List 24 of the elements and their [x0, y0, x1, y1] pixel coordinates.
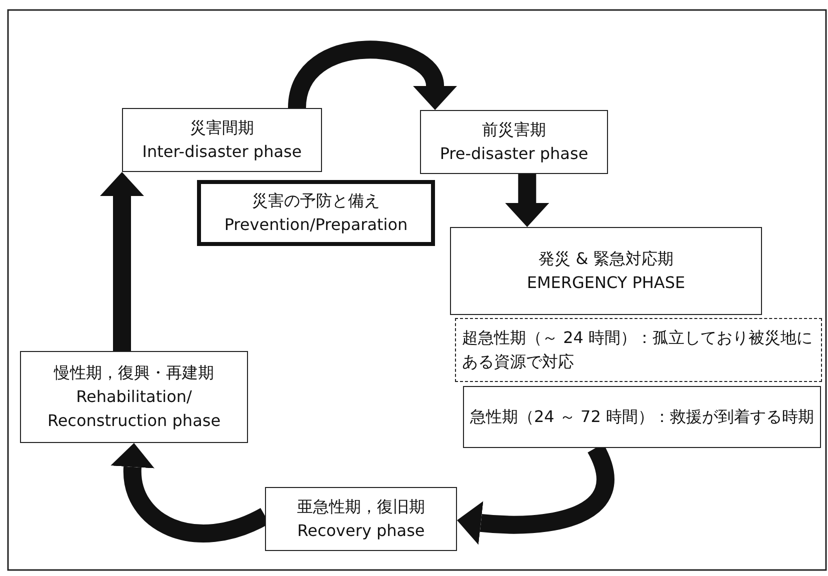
- box-text: Recovery phase: [297, 520, 425, 542]
- box-text: 災害の予防と備え: [252, 190, 380, 212]
- box-text: Rehabilitation/ Reconstruction phase: [46, 386, 222, 432]
- box-text: 急性期（24 ～ 72 時間）：救援が到着する時期: [470, 406, 814, 428]
- box-text: 発災 & 緊急対応期: [538, 248, 674, 270]
- box-text: 亜急性期，復旧期: [297, 496, 425, 518]
- phase-box: [420, 110, 608, 174]
- phase-box: [463, 386, 821, 448]
- phase-box: [265, 487, 457, 551]
- phase-box: [450, 227, 762, 315]
- dashed-note-box: [455, 318, 822, 382]
- phase-box: [122, 108, 322, 172]
- box-text: Inter-disaster phase: [142, 141, 302, 163]
- box-text: 超急性期（～ 24 時間）：孤立しており被災地にある資源で対応: [462, 327, 814, 373]
- box-text: 災害間期: [190, 117, 254, 139]
- emphasis-box: [197, 180, 435, 246]
- box-text: 慢性期，復興・再建期: [54, 362, 214, 384]
- box-text: 前災害期: [482, 119, 546, 141]
- box-text: Prevention/Preparation: [224, 214, 408, 236]
- phase-box: [20, 351, 248, 443]
- box-text: Pre-disaster phase: [440, 143, 588, 165]
- arrow: [505, 174, 550, 227]
- box-text: EMERGENCY PHASE: [526, 272, 686, 294]
- arrow: [100, 172, 144, 351]
